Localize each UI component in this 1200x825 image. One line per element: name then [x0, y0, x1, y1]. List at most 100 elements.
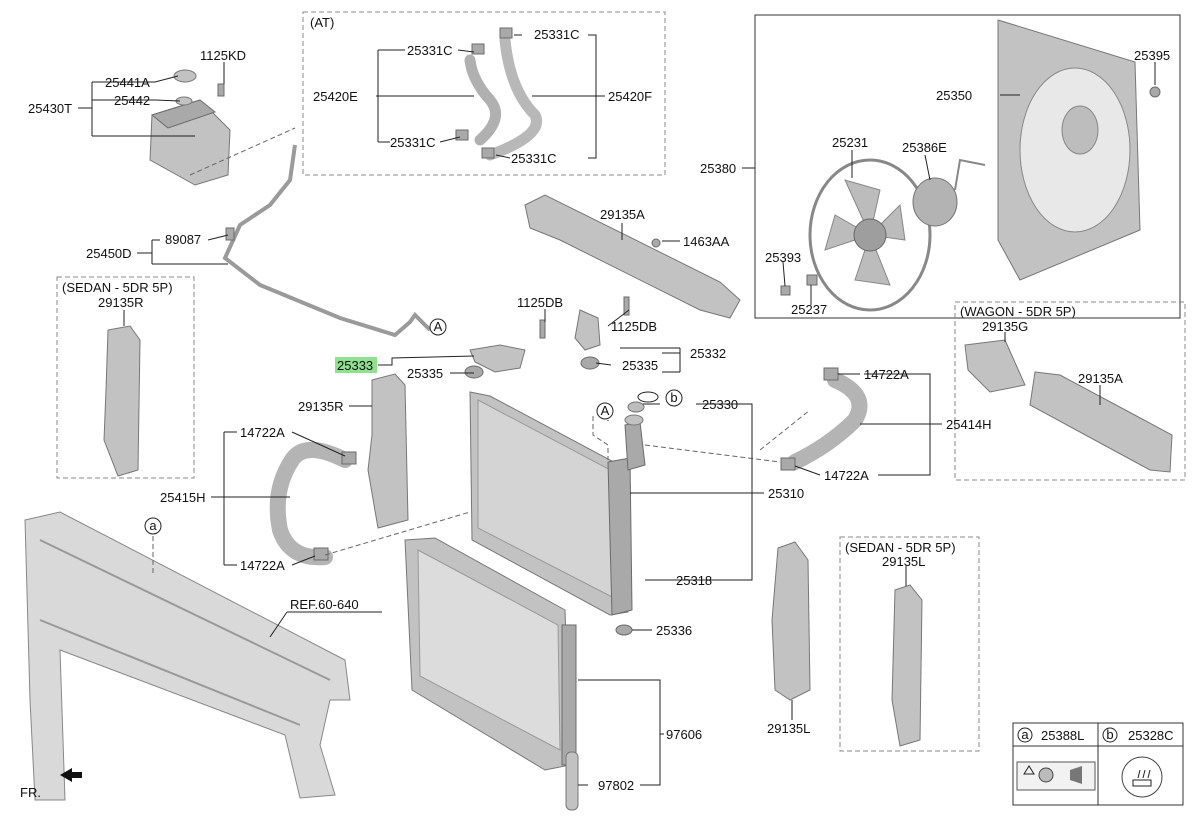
label-b-oval [627, 401, 645, 413]
label-1125DB-a: 1125DB [517, 295, 563, 310]
label-29135L-box: 29135L [882, 554, 925, 569]
label-29135G: 29135G [982, 319, 1028, 334]
label-sedan-l-title: (SEDAN - 5DR 5P) [845, 540, 956, 555]
label-89087: 89087 [165, 232, 201, 247]
callout-small-a-circle [144, 517, 162, 535]
label-25331C-a: 25331C [407, 43, 453, 58]
label-ref-60-640: REF.60-640 [290, 597, 359, 612]
label-25331C-d: 25331C [511, 151, 557, 166]
connection-dash-1 [592, 416, 609, 460]
bolt-1463aa-illustration [651, 238, 661, 248]
label-29135A-top: 29135A [600, 207, 645, 222]
legend-a-letter: a [1021, 727, 1029, 742]
upper-hose-25414h-illustration [787, 372, 868, 470]
label-14722A-b: 14722A [240, 558, 285, 573]
legend-b-circle [1102, 727, 1118, 743]
label-25442: 25442 [114, 93, 150, 108]
label-25393: 25393 [765, 250, 801, 265]
legend-b-letter: b [1106, 727, 1113, 742]
connection-dash-4 [759, 409, 811, 451]
callout-a-circle-1 [429, 318, 447, 336]
lower-hose-25415h-illustration [269, 442, 353, 566]
clip-25393-illustration [780, 285, 791, 296]
overflow-hose-dash [189, 127, 296, 176]
legend-a-circle [1017, 727, 1033, 743]
label-25331C-b: 25331C [534, 27, 580, 42]
label-25441A: 25441A [105, 75, 150, 90]
label-14722A-a: 14722A [240, 425, 285, 440]
hot-warning-icon [1132, 769, 1152, 787]
callout-a-label-1: A [434, 319, 443, 334]
air-guard-29135g-illustration [964, 339, 1026, 393]
label-25331C-c: 25331C [390, 135, 436, 150]
label-29135A-wagon: 29135A [1078, 371, 1123, 386]
callout-a-circle-2 [596, 402, 614, 420]
label-fr: FR. [20, 785, 41, 800]
warning-label-b-image [1121, 756, 1163, 798]
label-25430T: 25430T [28, 101, 72, 116]
bracket-25333-illustration [469, 344, 526, 373]
at-hoses-illustration [455, 27, 542, 161]
part-labels: 25430T 25441A 25442 1125KD 25450D 89087 … [20, 15, 1170, 800]
callout-a-label-2: A [601, 403, 610, 418]
label-25414H: 25414H [946, 417, 992, 432]
callout-b-label: b [670, 390, 677, 405]
clamp-14722a-a-illustration [341, 451, 357, 465]
wagon-group-box [954, 301, 1186, 481]
label-25350: 25350 [936, 88, 972, 103]
air-guard-29135a-illustration [524, 194, 741, 319]
clip-89087-illustration [225, 227, 235, 241]
label-1125KD: 1125KD [200, 48, 246, 63]
label-29135L-main: 29135L [767, 721, 810, 736]
label-25420E: 25420E [313, 89, 358, 104]
label-14722A-d: 14722A [824, 468, 869, 483]
clamp-14722a-d-illustration [780, 457, 796, 471]
front-end-carrier-illustration [24, 511, 351, 801]
label-1463AA: 1463AA [683, 234, 730, 249]
connection-dash-2 [644, 444, 781, 463]
air-guard-29135l-box-illustration [891, 584, 923, 747]
label-25395: 25395 [1134, 48, 1170, 63]
air-guard-29135r-box-illustration [103, 325, 141, 477]
callout-b-circle [665, 389, 683, 407]
legend-b-part: 25328C [1128, 728, 1174, 743]
legend-table: a 25388L b 25328C [1012, 722, 1184, 806]
label-wagon-title: (WAGON - 5DR 5P) [960, 304, 1076, 319]
label-25332: 25332 [690, 346, 726, 361]
reservoir-tank-illustration [149, 69, 231, 186]
clamp-14722a-b-illustration [313, 547, 329, 561]
desiccant-97802-illustration [565, 751, 579, 811]
label-97606: 97606 [666, 727, 702, 742]
label-25336: 25336 [656, 623, 692, 638]
fan-shroud-group-box [754, 14, 1181, 319]
mount-25335-a-illustration [464, 365, 484, 379]
label-a-oval [637, 391, 659, 403]
connection-dash-3 [324, 511, 471, 556]
at-group-box [302, 11, 666, 176]
label-1125DB-b: 1125DB [611, 319, 657, 334]
label-25420F: 25420F [608, 89, 652, 104]
label-25330: 25330 [702, 397, 738, 412]
fan-shroud-illustration [997, 19, 1141, 281]
label-sedan-r-title: (SEDAN - 5DR 5P) [62, 280, 173, 295]
motor-25386e-illustration [912, 158, 986, 227]
label-14722A-c: 14722A [864, 367, 909, 382]
air-guard-29135r-illustration [367, 373, 409, 529]
condenser-illustration [404, 537, 577, 771]
nut-25237-illustration [806, 274, 818, 286]
label-29135R-main: 29135R [298, 399, 344, 414]
label-25450D: 25450D [86, 246, 132, 261]
leader-lines [78, 34, 1156, 786]
label-25318: 25318 [676, 573, 712, 588]
bolt-1125db-b-illustration [623, 296, 630, 316]
label-at-title: (AT) [310, 15, 334, 30]
label-25333[interactable]: 25333 [337, 358, 373, 373]
label-25237: 25237 [791, 302, 827, 317]
fan-blade-icon [1070, 766, 1082, 784]
clamp-14722a-c-illustration [823, 367, 839, 381]
hand-warning-icon [1038, 767, 1054, 783]
air-guard-29135a-wagon-illustration [1029, 371, 1173, 473]
bolt-1125db-a-illustration [539, 319, 546, 339]
fan-25231-illustration [808, 158, 932, 312]
